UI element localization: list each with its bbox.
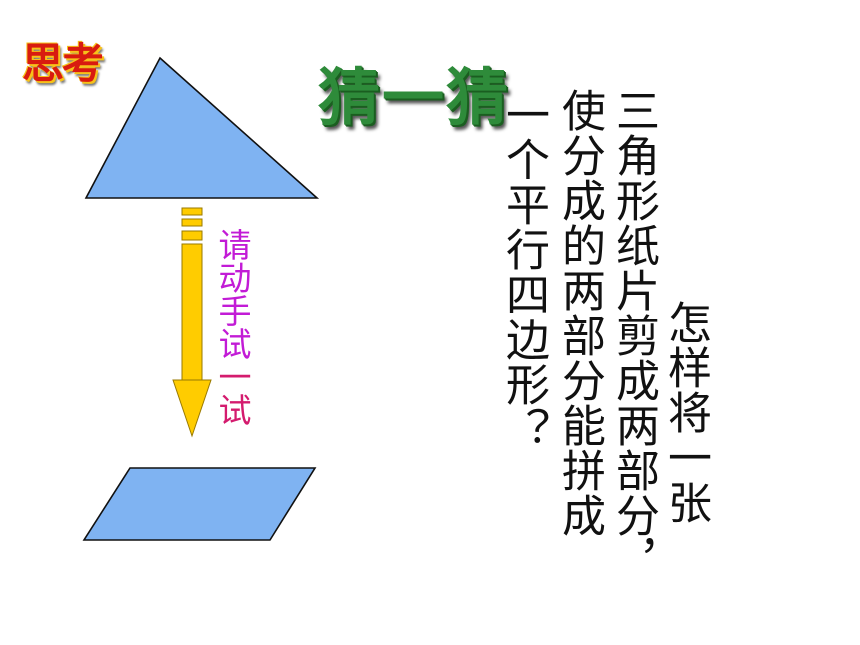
try-it-hint: 请动手试一试 bbox=[213, 228, 252, 426]
hint-part-2: 一试 bbox=[213, 360, 252, 426]
down-arrow bbox=[172, 207, 212, 438]
slide-title: 猜一猜 bbox=[318, 61, 511, 134]
question-line-2: 三角形纸片剪成两部分， bbox=[608, 88, 659, 583]
parallelogram-shape bbox=[82, 467, 317, 541]
question-line-3: 使分成的两部分能拼成 bbox=[554, 88, 605, 538]
hint-part-1: 请动手试 bbox=[213, 228, 252, 360]
question-line-4: 一个平行四边形？ bbox=[498, 92, 549, 452]
question-line-1: 怎样将一张 bbox=[660, 300, 711, 525]
triangle-shape bbox=[84, 56, 320, 199]
think-logo: 思考 bbox=[22, 39, 104, 88]
